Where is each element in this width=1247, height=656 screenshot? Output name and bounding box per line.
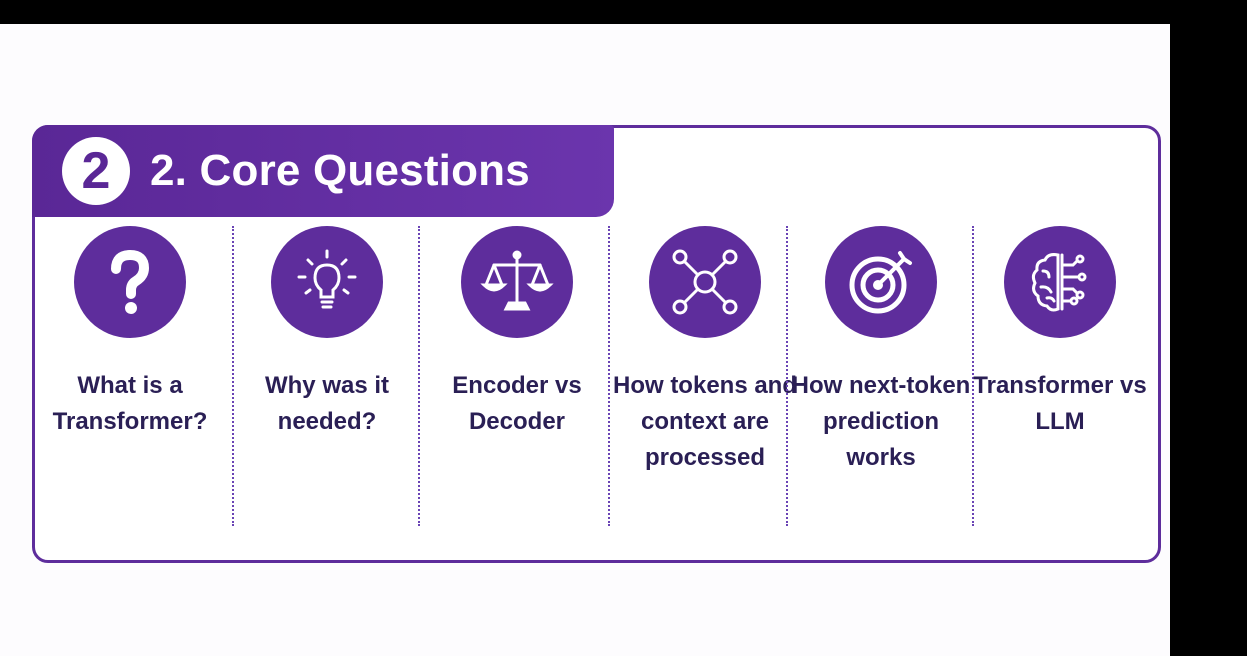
column-divider xyxy=(608,226,610,526)
column-divider xyxy=(418,226,420,526)
question-item: What is a Transformer? xyxy=(35,226,225,440)
column-divider xyxy=(972,226,974,526)
target-arrow-icon xyxy=(825,226,937,338)
column-divider xyxy=(232,226,234,526)
balance-scale-icon xyxy=(461,226,573,338)
question-item: Why was it needed? xyxy=(232,226,422,440)
questions-row: What is a Transformer? xyxy=(35,226,1158,536)
question-label: How next-token prediction works xyxy=(791,372,971,471)
question-item: How tokens and context are processed xyxy=(610,226,800,476)
question-item: How next-token prediction works xyxy=(786,226,976,476)
question-item: Transformer vs LLM xyxy=(965,226,1155,440)
question-mark-icon xyxy=(74,226,186,338)
column-divider xyxy=(786,226,788,526)
question-item: Encoder vs Decoder xyxy=(422,226,612,440)
brain-circuit-icon xyxy=(1004,226,1116,338)
section-number-badge: 2 xyxy=(62,137,130,205)
slide-canvas: 2 2. Core Questions What is a Transforme… xyxy=(0,24,1170,656)
lightbulb-icon xyxy=(271,226,383,338)
question-label: Encoder vs Decoder xyxy=(452,372,582,435)
network-nodes-icon xyxy=(649,226,761,338)
question-label: Transformer vs LLM xyxy=(973,372,1147,435)
question-label: How tokens and context are processed xyxy=(612,372,798,471)
section-title: 2. Core Questions xyxy=(150,146,530,195)
section-header: 2 2. Core Questions xyxy=(32,125,614,217)
core-questions-panel: 2 2. Core Questions What is a Transforme… xyxy=(32,125,1161,563)
question-label: Why was it needed? xyxy=(264,372,390,435)
question-label: What is a Transformer? xyxy=(52,372,208,435)
